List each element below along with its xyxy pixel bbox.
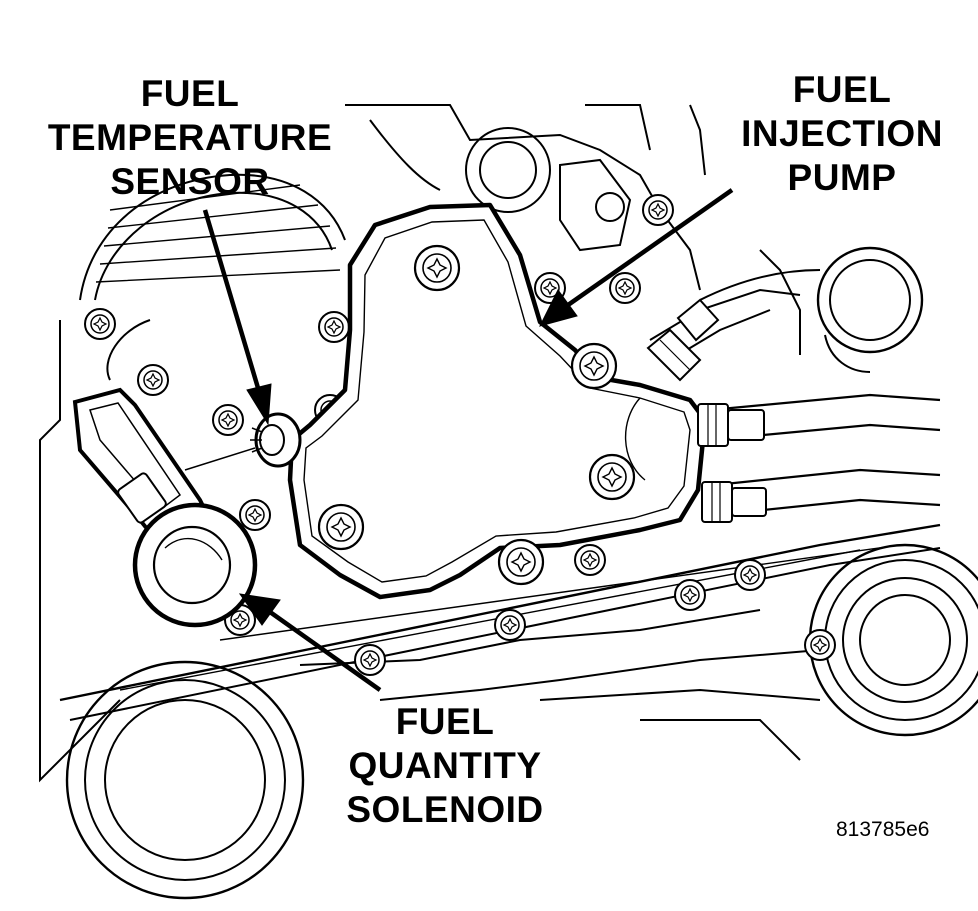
label-line: INJECTION (741, 113, 943, 154)
label-line: FUEL (140, 73, 240, 114)
label-line: SENSOR (110, 161, 270, 202)
fuel-temperature-sensor-label: FUEL TEMPERATURE SENSOR (40, 72, 340, 204)
label-line: TEMPERATURE (47, 117, 333, 158)
label-line: PUMP (787, 157, 897, 198)
fuel-injection-pump-label: FUEL INJECTION PUMP (730, 68, 954, 200)
injection-pump-arrow (566, 188, 734, 307)
label-line: QUANTITY (348, 745, 542, 786)
label-line: FUEL (395, 701, 495, 742)
callout-arrows (202, 188, 734, 692)
fuel-quantity-solenoid-label: FUEL QUANTITY SOLENOID (330, 700, 560, 832)
fuel-quantity-solenoid (72, 387, 258, 628)
temperature-sensor-arrow (202, 209, 261, 389)
pump-fittings (646, 298, 767, 523)
reference-code: 813785e6 (836, 818, 930, 841)
fuel-temperature-sensor (184, 412, 302, 471)
label-line: FUEL (792, 69, 892, 110)
quantity-solenoid-arrow (268, 610, 382, 692)
label-line: SOLENOID (346, 789, 544, 830)
